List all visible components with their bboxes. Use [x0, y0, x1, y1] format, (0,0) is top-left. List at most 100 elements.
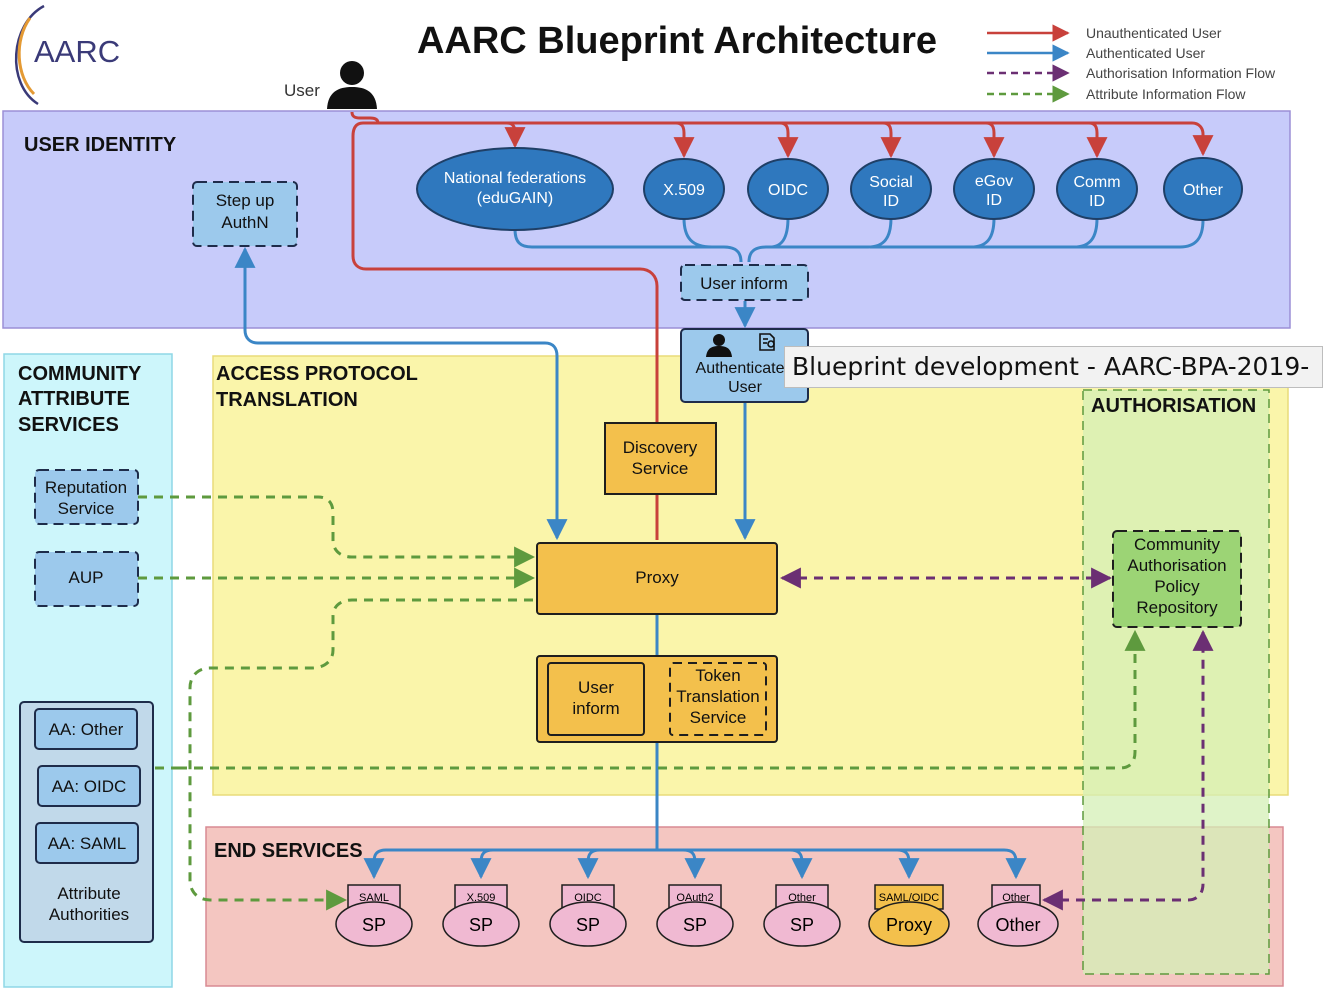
section-title-community-1: COMMUNITY	[18, 363, 142, 385]
proxy-label: Proxy	[635, 568, 679, 587]
idp-comm-id[interactable]: Comm ID	[1056, 158, 1138, 220]
legend-authenticated: Authenticated User	[1086, 45, 1205, 61]
aa-oidc-box[interactable]: AA: OIDC	[37, 765, 141, 807]
discovery-label-2: Service	[632, 459, 689, 478]
user-inform-top-label: User inform	[700, 274, 788, 293]
token-label-1: Token	[695, 666, 740, 685]
end-service-label-oauth2: SP	[683, 915, 707, 935]
document-title-tooltip: Blueprint development - AARC-BPA-2019-	[784, 346, 1323, 388]
authorisation-region	[1082, 389, 1270, 975]
end-service-tag-saml: SAML	[359, 892, 389, 904]
community-policy-repository-box[interactable]: Community Authorisation Policy Repositor…	[1112, 530, 1242, 628]
user-inform-top-box[interactable]: User inform	[680, 264, 809, 301]
idp-comm-label-2: ID	[1089, 193, 1105, 210]
step-up-authn-box[interactable]: Step up AuthN	[192, 181, 298, 247]
discovery-label-1: Discovery	[623, 438, 698, 457]
authenticate-person-icon	[713, 334, 725, 346]
authenticated-flow	[234, 217, 1205, 880]
idp-x509-label: X.509	[663, 182, 705, 199]
idp-comm-label-1: Comm	[1073, 174, 1120, 191]
idp-oidc-label: OIDC	[768, 182, 808, 199]
idp-national-label-2: (eduGAIN)	[477, 190, 553, 207]
end-service-tag-proxy: SAML/OIDC	[879, 892, 940, 904]
end-service-label-x509: SP	[469, 915, 493, 935]
legend-unauthenticated: Unauthenticated User	[1086, 25, 1222, 41]
token-translation-box[interactable]: Token Translation Service	[669, 662, 767, 736]
end-service-label-other: SP	[790, 915, 814, 935]
aa-oidc-label: AA: OIDC	[52, 777, 127, 796]
aa-other-box[interactable]: AA: Other	[34, 708, 138, 750]
authenticate-user-box[interactable]: Authenticate User	[680, 328, 809, 403]
end-service-label-oidc: SP	[576, 915, 600, 935]
logo-text: AARC	[34, 34, 120, 69]
translation-group-box[interactable]: User inform Token Translation Service	[536, 655, 778, 743]
user-inform-mid-label-2: inform	[572, 699, 619, 718]
end-service-tag-x509: X.509	[467, 892, 496, 904]
page-title: AARC Blueprint Architecture	[417, 20, 937, 62]
idp-x509[interactable]: X.509	[643, 158, 725, 220]
legend: Unauthenticated User Authenticated User …	[987, 24, 1276, 103]
aarc-logo: AARC	[15, 4, 120, 106]
idp-national-federations[interactable]: National federations (eduGAIN)	[416, 147, 614, 231]
idp-national-label-1: National federations	[444, 170, 586, 187]
idp-oidc[interactable]: OIDC	[747, 158, 829, 220]
proxy-box[interactable]: Proxy	[536, 542, 778, 615]
discovery-service-box[interactable]: Discovery Service	[604, 422, 717, 495]
end-service-other-sp[interactable]: Other SP	[763, 884, 841, 947]
user-inform-mid-box[interactable]: User inform	[547, 662, 645, 736]
idp-egov-label-1: eGov	[975, 173, 1013, 190]
end-service-saml-oidc-proxy[interactable]: SAML/OIDC Proxy	[868, 884, 950, 947]
idp-other-label: Other	[1183, 182, 1224, 199]
user-icon	[327, 61, 377, 109]
authenticate-label-1: Authenticate	[696, 360, 785, 377]
end-service-oidc-sp[interactable]: OIDC SP	[549, 884, 627, 947]
step-up-label-2: AuthN	[221, 213, 268, 232]
end-service-oauth2-sp[interactable]: OAuth2 SP	[656, 884, 734, 947]
reputation-label-2: Service	[58, 499, 115, 518]
step-up-label-1: Step up	[216, 191, 275, 210]
end-service-tag-oauth2: OAuth2	[676, 892, 713, 904]
idp-egov-label-2: ID	[986, 192, 1002, 209]
idp-other[interactable]: Other	[1163, 157, 1243, 221]
aa-saml-label: AA: SAML	[48, 834, 126, 853]
user-label: User	[284, 81, 320, 100]
section-title-end-services: END SERVICES	[214, 840, 363, 862]
aup-box[interactable]: AUP	[34, 551, 139, 607]
authenticate-label-2: User	[728, 379, 762, 396]
reputation-service-box[interactable]: Reputation Service	[34, 469, 139, 525]
aup-label: AUP	[69, 568, 104, 587]
user-inform-mid-label-1: User	[578, 678, 614, 697]
idp-social-label-2: ID	[883, 193, 899, 210]
end-service-other-other[interactable]: Other Other	[977, 884, 1059, 947]
section-title-community-3: SERVICES	[18, 414, 119, 436]
section-title-authorisation: AUTHORISATION	[1091, 395, 1256, 417]
end-service-label-other-2: Other	[995, 915, 1040, 935]
attribute-flow	[138, 495, 1146, 911]
attribute-authorities-group[interactable]: AA: Other AA: OIDC AA: SAML Attribute Au…	[19, 701, 154, 943]
attribute-authorities-label-2: Authorities	[49, 905, 129, 924]
certificate-icon	[759, 333, 775, 351]
aa-saml-box[interactable]: AA: SAML	[35, 822, 139, 864]
idp-social-label-1: Social	[869, 174, 913, 191]
policy-label-4: Repository	[1136, 598, 1218, 617]
end-service-label-proxy: Proxy	[886, 915, 932, 935]
token-label-3: Service	[690, 708, 747, 727]
policy-label-2: Authorisation	[1127, 556, 1226, 575]
end-service-tag-oidc: OIDC	[574, 892, 602, 904]
policy-label-3: Policy	[1154, 577, 1200, 596]
section-title-user-identity: USER IDENTITY	[24, 134, 177, 156]
reputation-label-1: Reputation	[45, 478, 127, 497]
policy-label-1: Community	[1134, 535, 1220, 554]
end-service-saml-sp[interactable]: SAML SP	[335, 884, 413, 947]
end-service-label-saml: SP	[362, 915, 386, 935]
section-title-access-2: TRANSLATION	[216, 389, 358, 411]
end-services-nodes: SAML SP X.509 SP OIDC SP OAuth2 SP Other…	[335, 884, 1059, 947]
token-label-2: Translation	[676, 687, 759, 706]
end-service-tag-other-2: Other	[1002, 892, 1030, 904]
idp-social-id[interactable]: Social ID	[850, 158, 932, 220]
idp-egov-id[interactable]: eGov ID	[953, 158, 1035, 220]
attribute-authorities-label-1: Attribute	[57, 884, 120, 903]
end-service-x509-sp[interactable]: X.509 SP	[442, 884, 520, 947]
legend-attribute-flow: Attribute Information Flow	[1086, 86, 1246, 102]
